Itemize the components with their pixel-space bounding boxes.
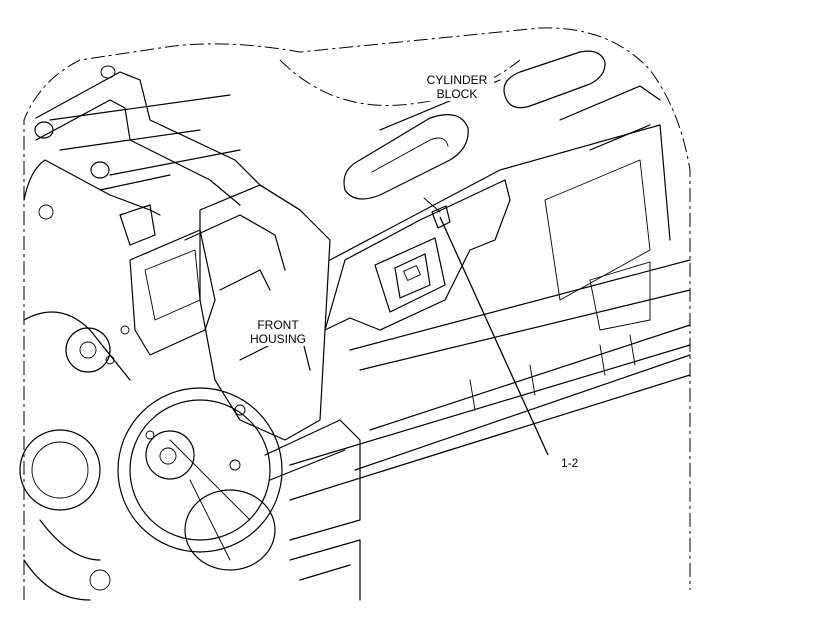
top-rail-lower [35,99,241,206]
front-housing-face [199,184,331,441]
lower-left-gear-case [23,311,131,601]
front-housing-edge [119,204,156,246]
idler-gear [19,429,101,511]
connector-socket [394,253,431,299]
head-bolt-1 [34,121,54,139]
head-bolt-3 [100,65,116,79]
rocker-rails [49,94,241,191]
block-side-middle [349,259,691,471]
idler-gear-inner [31,441,89,499]
block-ribs-lower [469,334,636,411]
small-bolt-d [89,569,111,591]
connector-bolt-stud [423,197,441,213]
cylinder-block-label-line1: CYLINDER [426,73,488,87]
gear-bolt-3 [229,459,241,471]
head-bolt-2 [90,161,110,179]
crank-hub-center [159,447,177,465]
cylinder-boss-2 [503,50,606,109]
front-housing-label-line2: HOUSING [249,332,306,346]
block-window-2 [589,261,651,331]
sensor-mount-plate [324,179,511,331]
connector-housing [374,237,446,313]
front-housing-base [264,419,361,541]
front-housing-label: FRONT HOUSING [240,318,316,346]
gear-bolt-1 [145,430,155,440]
small-bolt-a [38,204,54,220]
small-bolt-c [120,325,130,335]
block-window [544,159,651,301]
cam-gear [65,327,111,373]
callout-label: 1-2 [561,456,579,470]
front-housing-pocket-inner [144,249,201,321]
connector-slot [403,265,421,281]
block-pan-rail [289,344,691,501]
cylinder-boss-1 [343,114,469,200]
cylinder-block-label: CYLINDER BLOCK [420,73,494,101]
cylinder-block-outline [23,27,691,600]
crank-hub [145,430,195,480]
crank-gear-outer [117,387,283,553]
connector-bolt [431,205,451,229]
crank-gear-inner [129,399,271,541]
cylinder-boss-1-inner [371,137,449,173]
cam-gear-center [79,341,97,359]
damper-pulley [184,489,276,571]
top-rail [35,71,301,211]
front-housing-label-line1: FRONT [257,318,299,332]
front-housing-pocket [129,229,216,356]
block-outline-inner [279,59,521,106]
front-housing-step [184,214,311,371]
gear-bolt-2 [234,404,246,416]
top-left-block [23,159,161,216]
cylinder-block-label-line2: BLOCK [436,87,478,101]
oil-pan-flange [289,539,361,601]
block-side-upper [329,124,671,261]
callout-leader-line [439,216,549,456]
gear-spoke [169,439,251,561]
